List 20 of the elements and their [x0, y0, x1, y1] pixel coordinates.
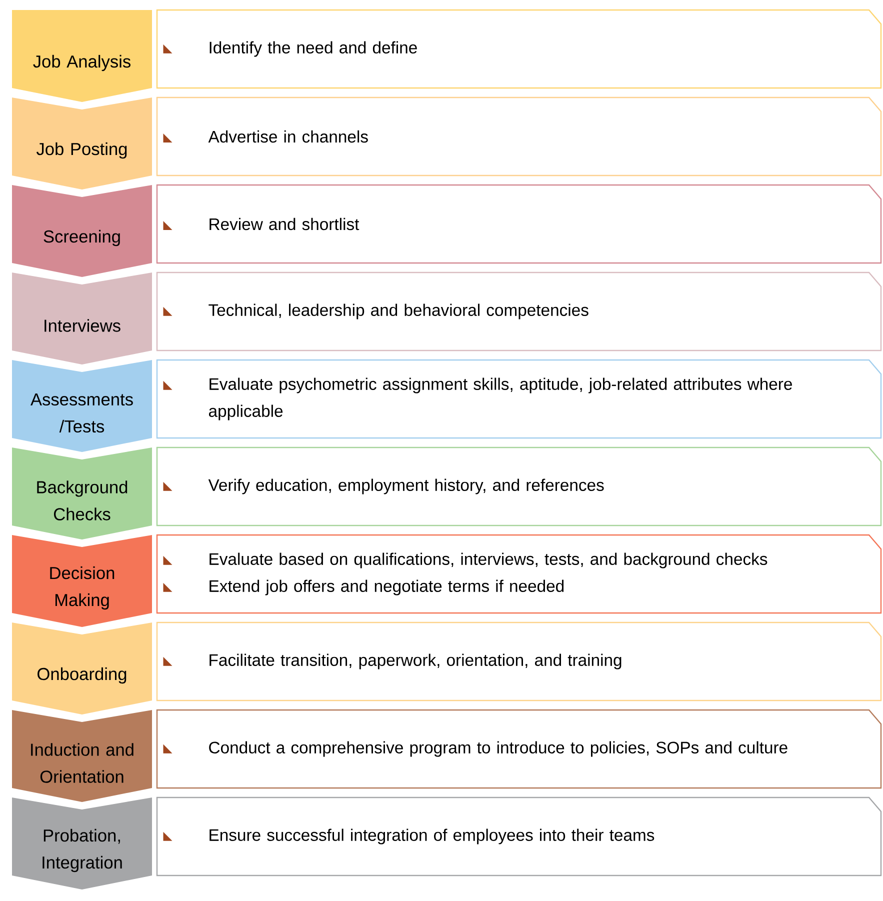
stage-banner: Job Analysis [12, 10, 152, 102]
stage-banner: Interviews [12, 272, 152, 364]
stage-banner: Onboarding [12, 622, 152, 714]
step-box: Review and shortlist [156, 184, 882, 264]
step-box: Advertise in channels [156, 96, 882, 176]
step-box: Facilitate transition, paperwork, orientation, and training [156, 622, 882, 702]
step-box: Technical, leadership and behavioral competencies [156, 272, 882, 352]
step-box: Identify the need and define [156, 9, 882, 89]
stage-banner: Decision Making [12, 535, 152, 627]
step-box: Verify education, employment history, and references [156, 446, 882, 526]
stage-banner: Assessments /Tests [12, 360, 152, 452]
step-box: Ensure successful integration of employees into their teams [156, 796, 882, 876]
stage-banner: Induction and Orientation [12, 710, 152, 802]
step-box: Evaluate psychometric assignment skills, aptitude, job-related attributes where applicable [156, 359, 882, 439]
stage-banner: Screening [12, 185, 152, 277]
stage-banner: Probation, Integration [12, 798, 152, 890]
step-box: Evaluate based on qualifications, interviews, tests, and background checks Extend job offers and negotiate terms if needed [156, 534, 882, 614]
step-box: Conduct a comprehensive program to introduce to policies, SOPs and culture [156, 709, 882, 789]
stage-banner: Job Posting [12, 98, 152, 190]
stage-banner: Background Checks [12, 448, 152, 540]
